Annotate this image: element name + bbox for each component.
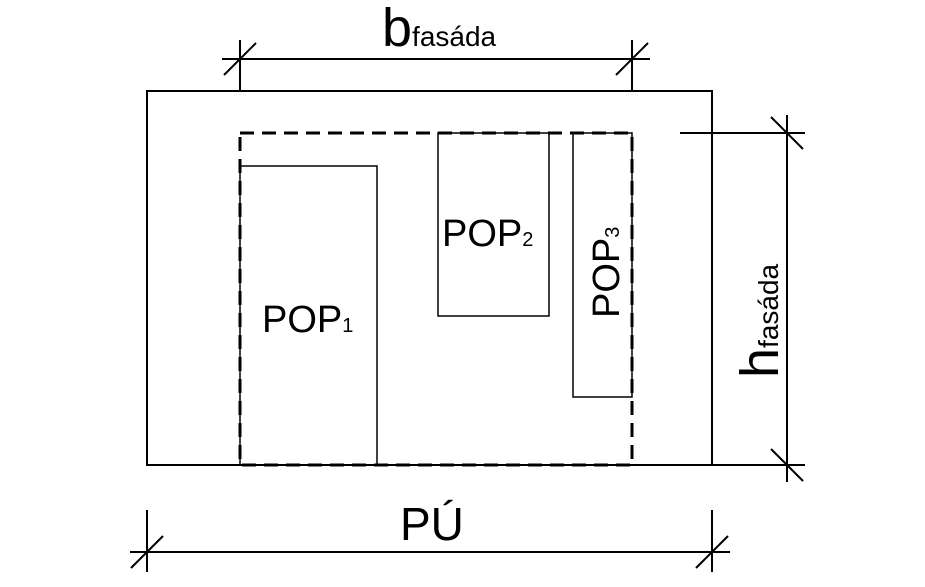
pop2-rect (437, 132, 550, 317)
label-pu: PÚ (400, 498, 464, 550)
pop1-rect (239, 165, 378, 466)
label-pop2: POP2 (442, 213, 533, 255)
label-pop1: POP1 (262, 299, 353, 341)
label-b-facade: bfasáda (382, 0, 497, 58)
dimension-b-facade (222, 40, 650, 91)
label-h-facade: hfasáda (730, 263, 790, 378)
label-pop3: POP3 (586, 227, 628, 318)
pop3-rect (572, 132, 633, 398)
dimension-h-facade (712, 115, 805, 482)
dimension-pu (130, 510, 730, 572)
